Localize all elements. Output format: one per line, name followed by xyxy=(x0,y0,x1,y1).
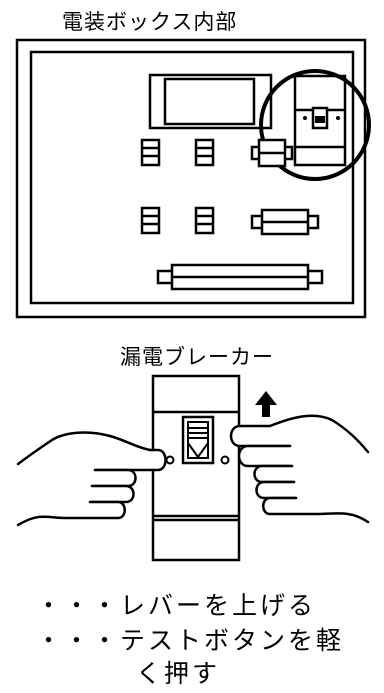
electrical-box xyxy=(15,38,367,319)
connector-long xyxy=(156,263,324,291)
box-interior-title: 電装ボックス内部 xyxy=(62,10,238,34)
connector-right xyxy=(250,208,320,236)
terminal-blocks xyxy=(140,138,215,235)
earth-leakage-breaker-title: 漏電ブレーカー xyxy=(120,345,274,369)
instruction-raise-lever: ・・・レバーを上げる xyxy=(36,591,317,620)
breaker-in-box xyxy=(293,74,347,167)
instruction-press-test-button-cont: く押す xyxy=(136,659,221,688)
connector-mid xyxy=(250,138,294,168)
instruction-press-test-button: ・・・テストボタンを軽 xyxy=(36,626,345,655)
breaker-lever xyxy=(181,415,215,465)
breaker-closeup xyxy=(151,374,241,562)
right-hand xyxy=(229,414,370,524)
up-arrow-icon xyxy=(255,391,277,417)
large-module xyxy=(148,73,273,130)
highlight-circle xyxy=(259,69,371,181)
left-hand xyxy=(16,431,167,527)
